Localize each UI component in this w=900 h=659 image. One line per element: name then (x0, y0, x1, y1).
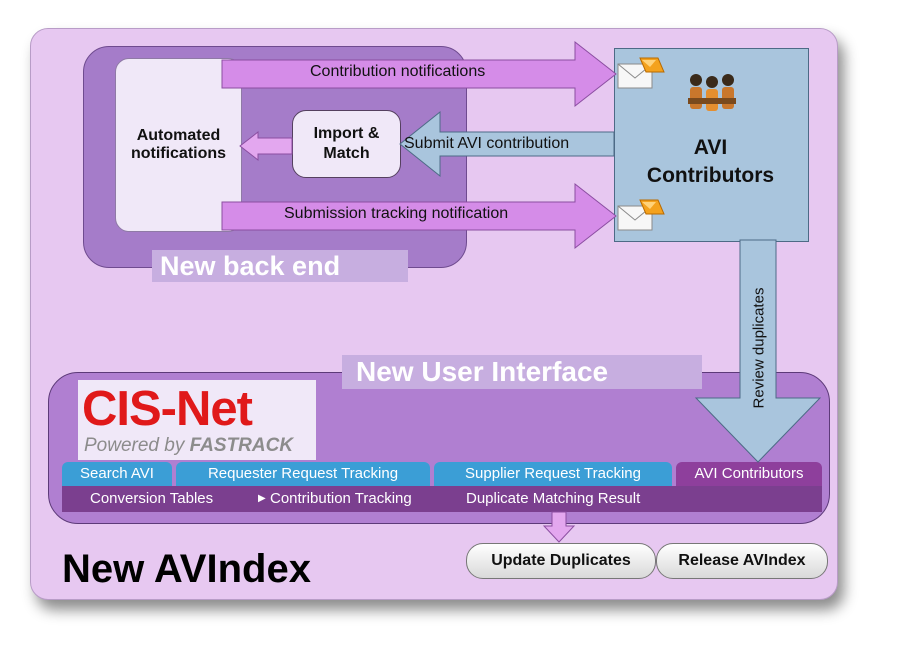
review-duplicates-arrow (694, 239, 822, 463)
import-match-box: Import & Match (292, 110, 401, 178)
tab-avi-contributors[interactable]: AVI Contributors (676, 462, 822, 486)
user-interface-label: New User Interface (342, 355, 702, 389)
tab-search-avi[interactable]: Search AVI (62, 462, 172, 486)
contribution-notifications-label: Contribution notifications (310, 63, 486, 80)
people-group-icon (688, 74, 736, 111)
submission-tracking-arrow (221, 182, 617, 250)
sub-tab-bar: Conversion Tables ▶ Contribution Trackin… (62, 486, 822, 512)
subtab-duplicate-matching-result[interactable]: Duplicate Matching Result (466, 490, 641, 507)
logo-sub-text: Powered by FASTRACK (84, 435, 294, 456)
tab-supplier-request-tracking[interactable]: Supplier Request Tracking (434, 462, 672, 486)
submission-tracking-label: Submission tracking notification (284, 205, 509, 222)
subtab-contribution-tracking[interactable]: Contribution Tracking (270, 490, 412, 507)
update-duplicates-button[interactable]: Update Duplicates (466, 543, 656, 579)
submit-avi-contribution-label: Submit AVI contribution (404, 135, 570, 152)
update-duplicates-arrow (542, 511, 576, 543)
contribution-notifications-arrow (221, 40, 617, 108)
import-match-label: Import & Match (313, 125, 380, 162)
tab-requester-request-tracking[interactable]: Requester Request Tracking (176, 462, 430, 486)
back-end-label: New back end (152, 250, 408, 282)
logo-main-text: CIS-Net (82, 382, 253, 436)
envelope-icon (617, 57, 665, 89)
avi-contributors-title: AVI Contributors (646, 136, 775, 187)
envelope-icon (617, 199, 665, 231)
release-avindex-button[interactable]: Release AVIndex (656, 543, 828, 579)
cis-net-logo (78, 380, 316, 460)
page-title: New AVIndex (62, 547, 311, 591)
submit-avi-contribution-arrow (399, 110, 615, 178)
automated-notifications-label: Automated notifications (130, 127, 227, 162)
subtab-conversion-tables[interactable]: Conversion Tables (90, 490, 214, 507)
automated-notifications-box: Automated notifications (115, 58, 242, 232)
import-to-automated-arrow (239, 130, 293, 162)
review-duplicates-label: Review duplicates (750, 287, 768, 409)
caret-right-icon: ▶ (258, 493, 266, 504)
